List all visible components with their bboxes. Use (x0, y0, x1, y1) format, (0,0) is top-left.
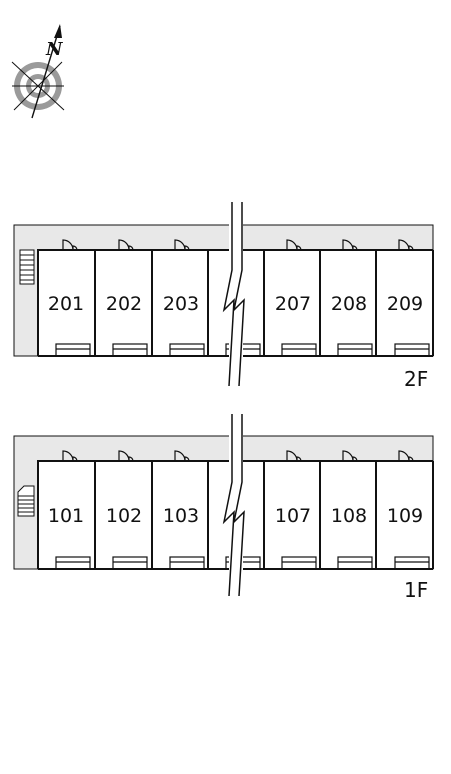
unit-label: 108 (331, 505, 367, 527)
floor-plan-2f: 201 202 203 207 208 209 2F (13, 202, 434, 391)
unit-label: 109 (387, 505, 423, 527)
unit-label: 101 (48, 505, 84, 527)
compass-rose-icon: N (11, 24, 65, 119)
floor-plan-1f: 101 102 103 107 108 109 1F (13, 414, 434, 602)
unit-label: 201 (48, 293, 84, 315)
break-line (222, 414, 245, 597)
unit-label: 207 (275, 293, 311, 315)
unit-label: 103 (163, 505, 199, 527)
unit-label: 208 (331, 293, 367, 315)
unit-label: 203 (163, 293, 199, 315)
unit-label: 102 (106, 505, 142, 527)
stair-icon (17, 485, 35, 517)
unit-label: 209 (387, 293, 423, 315)
floor-label: 2F (404, 367, 428, 391)
compass-north-label: N (45, 39, 64, 60)
unit-label: 202 (106, 293, 142, 315)
break-line (222, 202, 245, 387)
unit-label: 107 (275, 505, 311, 527)
stair-icon (19, 249, 35, 285)
floor-label: 1F (404, 578, 428, 602)
